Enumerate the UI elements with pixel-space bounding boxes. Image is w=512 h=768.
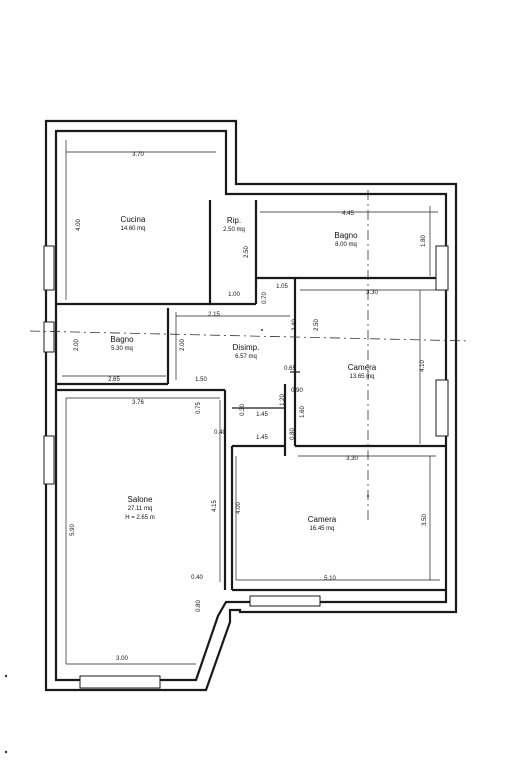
dim-label: 4.00: [76, 219, 82, 231]
room-label-camera-2: Camera: [308, 515, 337, 524]
dim-label: 0.80: [196, 600, 202, 612]
room-area-camera-2: 16.45 mq: [309, 526, 334, 532]
center-mark: [261, 329, 263, 331]
room-area-salone: 27.11 mq: [128, 506, 153, 512]
outer-wall: [44, 119, 458, 692]
dim-label: 2.50: [314, 319, 320, 331]
corner-mark: [4, 750, 8, 754]
dim-label: 4.15: [212, 500, 218, 512]
dim-label: 4.10: [420, 360, 426, 372]
dim-label: 2.00: [180, 339, 186, 351]
center-mark: [367, 495, 369, 497]
dim-label: 0.75: [196, 402, 202, 414]
dim-label: 2.15: [208, 312, 220, 318]
room-area-disimp: 6.57 mq: [235, 354, 257, 360]
dim-label: 4.45: [342, 211, 354, 217]
dim-label: 2.65: [108, 377, 120, 383]
dim-label: 2.00: [74, 339, 80, 351]
internal-walls: [56, 200, 446, 592]
dimension-labels: 3.70 4.00 2.50 1.00 0.70 4.45 1.80 1.05 …: [70, 152, 428, 662]
room-label-bagno-2: Bagno: [110, 335, 134, 344]
room-height-salone: H = 2.65 m: [125, 515, 155, 521]
dim-label: 1.45: [256, 435, 268, 441]
dim-label: 4.00: [236, 502, 242, 514]
dim-label: 1.05: [276, 284, 288, 290]
room-area-bagno-1: 8.00 mq: [335, 242, 357, 248]
room-label-bagno-1: Bagno: [334, 231, 358, 240]
horizontal-axis: [29, 330, 471, 342]
room-area-rip: 2.50 mq: [223, 227, 245, 233]
dim-label: 2.40: [292, 319, 298, 331]
dim-label: 3.30: [366, 290, 378, 296]
room-label-cucina: Cucina: [121, 215, 146, 224]
dim-label: 0.40: [214, 430, 226, 436]
room-label-disimp: Disimp.: [233, 343, 260, 352]
dim-label: 5.90: [70, 524, 76, 536]
room-area-cucina: 14.60 mq: [120, 226, 145, 232]
dim-label: 0.80: [290, 428, 296, 440]
dim-label: 0.90: [291, 388, 303, 394]
room-label-camera-1: Camera: [348, 363, 377, 372]
windows: [43, 245, 449, 689]
dim-label: 1.60: [300, 406, 306, 418]
dim-label: 3.30: [346, 456, 358, 462]
room-area-camera-1: 13.65 mq: [349, 374, 374, 380]
dim-label: 0.40: [191, 575, 203, 581]
room-label-salone: Salone: [128, 495, 153, 504]
dim-label: 3.00: [116, 656, 128, 662]
dim-label: 1.45: [256, 412, 268, 418]
room-label-rip: Rip.: [227, 216, 241, 225]
dim-label: 3.70: [132, 152, 144, 158]
dim-label: 0.30: [240, 404, 246, 416]
dim-label: 2.50: [244, 246, 250, 258]
dim-label: 0.70: [262, 292, 268, 304]
corner-mark: [4, 674, 8, 678]
dim-label: 3.76: [132, 400, 144, 406]
dim-label: 1.50: [195, 377, 207, 383]
dim-label: 3.50: [422, 514, 428, 526]
dim-label: 1.20: [280, 394, 286, 406]
dimension-lines: [62, 140, 440, 665]
dim-label: 0.65: [284, 366, 296, 372]
dim-label: 1.80: [421, 235, 427, 247]
room-area-bagno-2: 5.30 mq: [111, 346, 133, 352]
dim-label: 1.00: [228, 292, 240, 298]
dim-label: 5.10: [324, 576, 336, 582]
